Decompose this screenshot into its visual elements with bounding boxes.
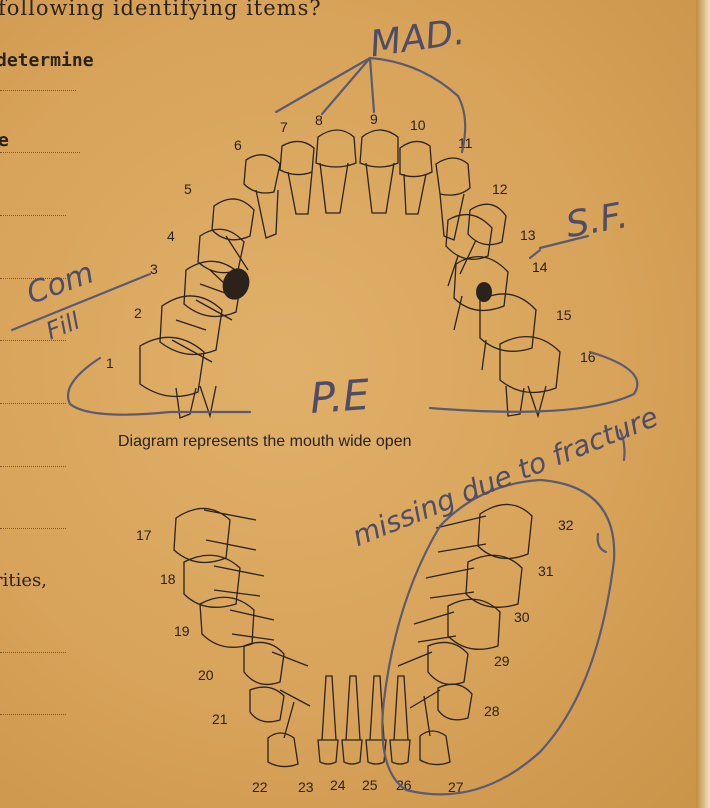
tooth-number: 2 [134,305,142,321]
tooth-number: 32 [558,517,574,533]
diagram-caption: Diagram represents the mouth wide open [118,433,412,450]
mad-pointer-line [370,58,374,112]
tooth-number: 12 [492,181,508,197]
pencil-annotations [12,58,637,794]
tooth-number: 6 [234,137,242,153]
tooth-number: 17 [136,527,152,543]
tooth-number: 16 [580,349,596,365]
tooth-number: 3 [150,261,158,277]
tooth-number: 31 [538,563,554,579]
tooth-number: 13 [520,227,536,243]
tooth-number: 7 [280,119,288,135]
tooth-number: 18 [160,571,176,587]
tooth-number: 21 [212,711,228,727]
tooth-number: 9 [370,111,378,127]
tooth-number: 23 [298,779,314,795]
mad-pointer-line [322,58,370,114]
tooth-number: 10 [410,117,426,133]
tooth-number: 30 [514,609,530,625]
mad-pointer-line [370,58,465,152]
sf-pointer-line [530,250,540,258]
tooth-number: 24 [330,777,346,793]
tooth-number: 22 [252,779,268,795]
tooth-number: 25 [362,777,378,793]
tooth-number: 19 [174,623,190,639]
annotation-pe: P.E [308,370,371,423]
mad-pointer-line [276,58,370,112]
tooth-number: 1 [106,355,114,371]
lower-arch: 17 18 19 20 21 22 23 24 25 26 27 28 29 3… [136,504,574,795]
pencil-stroke [598,534,606,552]
tooth-number: 5 [184,181,192,197]
tooth-number: 4 [167,228,175,244]
tooth-number: 15 [556,307,572,323]
tooth-number: 14 [532,259,548,275]
tooth-number: 28 [484,703,500,719]
tooth-number: 29 [494,653,510,669]
tooth-number: 20 [198,667,214,683]
